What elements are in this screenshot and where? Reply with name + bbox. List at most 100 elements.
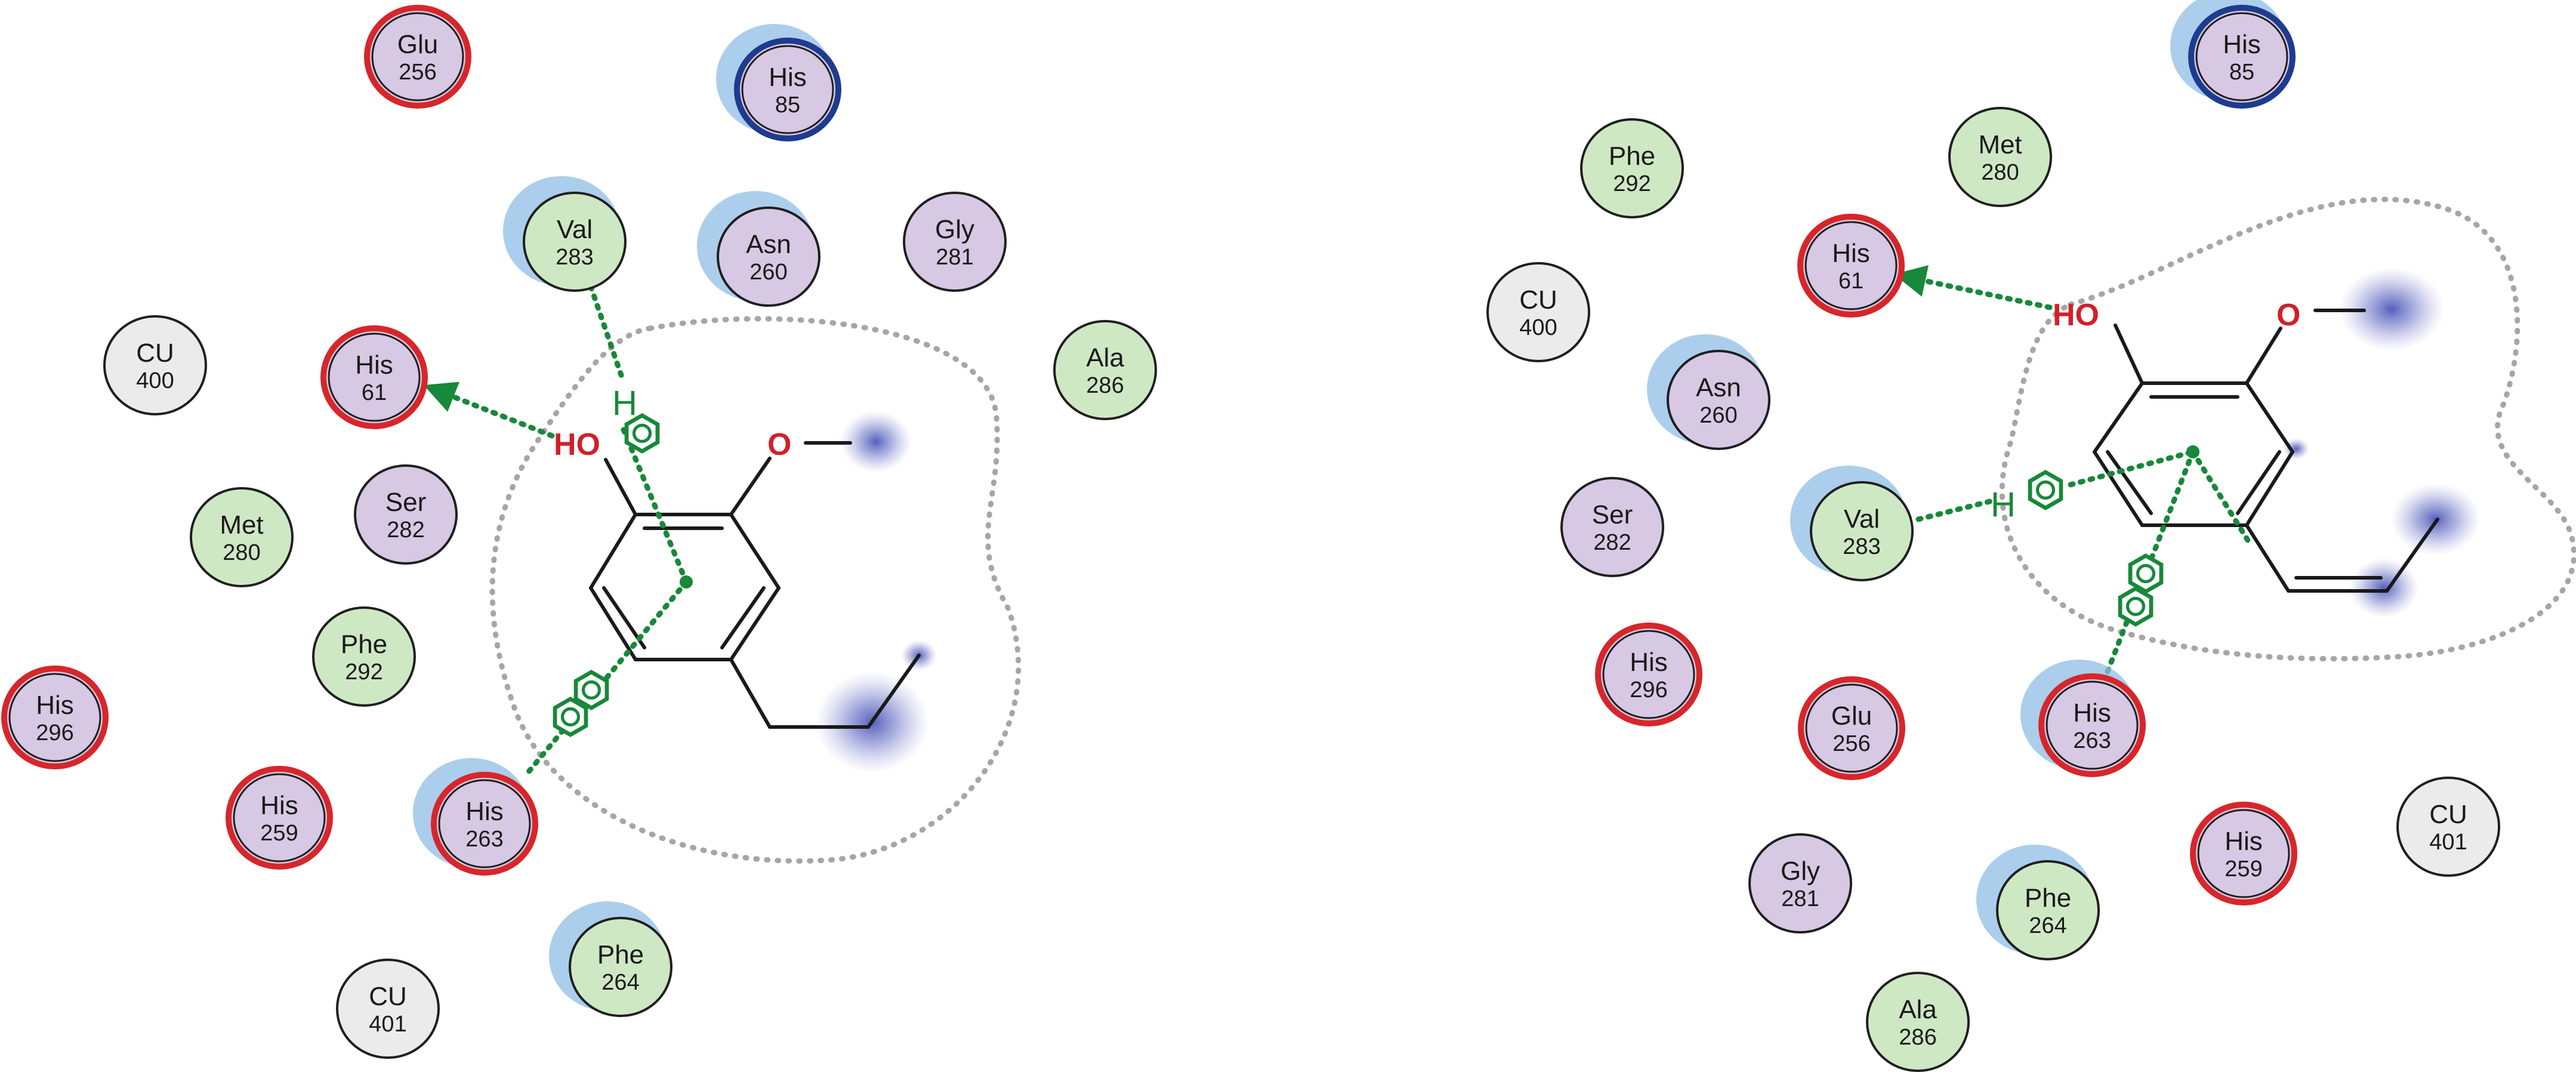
residue-circle: [1667, 350, 1770, 450]
hydroxyl-label: HO: [2053, 298, 2099, 332]
residue-circle: [569, 917, 672, 1017]
solvent-exposure-blob: [2339, 267, 2444, 351]
residue-name: Ala: [1899, 995, 1937, 1024]
residue-name: His: [1630, 648, 1668, 677]
residue-circle: [364, 5, 471, 109]
residue-number: 256: [1832, 731, 1870, 756]
residue-circle: [2188, 5, 2296, 109]
residue-circle: [312, 606, 416, 707]
residue-name: Ser: [385, 488, 426, 517]
residue-number: 260: [1699, 403, 1737, 428]
residue-number: 61: [1838, 269, 1864, 294]
residue-number: 296: [36, 720, 73, 746]
residue-number: 401: [2429, 830, 2467, 855]
residue-inner-ring: [1602, 630, 1695, 719]
residue-inner-ring: [438, 779, 531, 868]
residue-name: His: [2225, 827, 2263, 856]
residue-circle: [523, 192, 627, 292]
residue-name: Phe: [597, 940, 644, 969]
residue-inner-ring: [1805, 683, 1898, 773]
residue-circle: [1, 666, 109, 769]
benzene-ring-icon: [2130, 556, 2161, 592]
residue-circle: [190, 487, 294, 587]
residue-number: 256: [399, 60, 436, 85]
residue-name: Val: [1844, 504, 1880, 534]
residue-name: Val: [557, 215, 593, 244]
residue-name: Met: [1978, 130, 2022, 159]
residue-name: Glu: [397, 30, 438, 59]
residue-number: 400: [136, 368, 174, 393]
h-atom-label: H: [1991, 485, 2016, 524]
pi-interaction-line: [2190, 449, 2253, 546]
residue-inner-ring: [233, 773, 326, 862]
residue-circle: [1797, 214, 1905, 318]
benzene-ring-icon: [2120, 589, 2151, 624]
residue-circle: [1560, 477, 1664, 577]
residue-name: His: [465, 797, 504, 826]
residue-number: 286: [1899, 1025, 1936, 1050]
residue-name: His: [2073, 698, 2111, 728]
residue-number: 296: [1630, 677, 1667, 703]
residue-inner-ring: [328, 332, 421, 422]
residue-circle: [1798, 676, 1905, 780]
residue-name: His: [260, 791, 298, 820]
residue-circle: [1580, 118, 1684, 218]
residue-circle: [1810, 481, 1914, 581]
pi-interaction-line: [2068, 449, 2196, 488]
residue-name: His: [2223, 30, 2261, 59]
residue-circle: [320, 325, 428, 429]
ligand-structure: [588, 441, 921, 729]
residue-number: 280: [223, 540, 260, 565]
residue-circle: [717, 207, 820, 307]
pi-interaction-line: [621, 427, 689, 585]
binding-pocket-outline: [1999, 196, 2576, 662]
residue-name: Met: [220, 510, 263, 540]
ring-centroid: [2186, 445, 2199, 458]
residue-number: 282: [387, 517, 424, 543]
residue-number: 85: [2229, 60, 2254, 85]
h-atom-label: H: [612, 384, 637, 423]
residue-number: 282: [1593, 530, 1631, 555]
methoxy-oxygen-label: O: [2276, 298, 2300, 332]
residue-name: Asn: [746, 230, 791, 259]
residue-circle: [2396, 777, 2500, 877]
residue-circle: [1748, 833, 1852, 934]
residue-name: CU: [2429, 800, 2467, 829]
residue-circle: [103, 315, 207, 415]
hydroxyl-label: HO: [554, 427, 600, 462]
residue-circle: [336, 959, 440, 1059]
residue-number: 61: [362, 380, 387, 405]
residue-number: 259: [260, 821, 298, 846]
benzene-ring-icon: [555, 699, 586, 735]
residue-inner-ring: [2046, 680, 2139, 770]
pi-interaction-line: [588, 284, 627, 385]
residue-circle: [226, 766, 333, 870]
residue-circle: [431, 772, 538, 876]
residue-name: His: [1832, 239, 1870, 268]
residue-number: 85: [775, 93, 800, 118]
residue-name: Glu: [1831, 701, 1872, 731]
